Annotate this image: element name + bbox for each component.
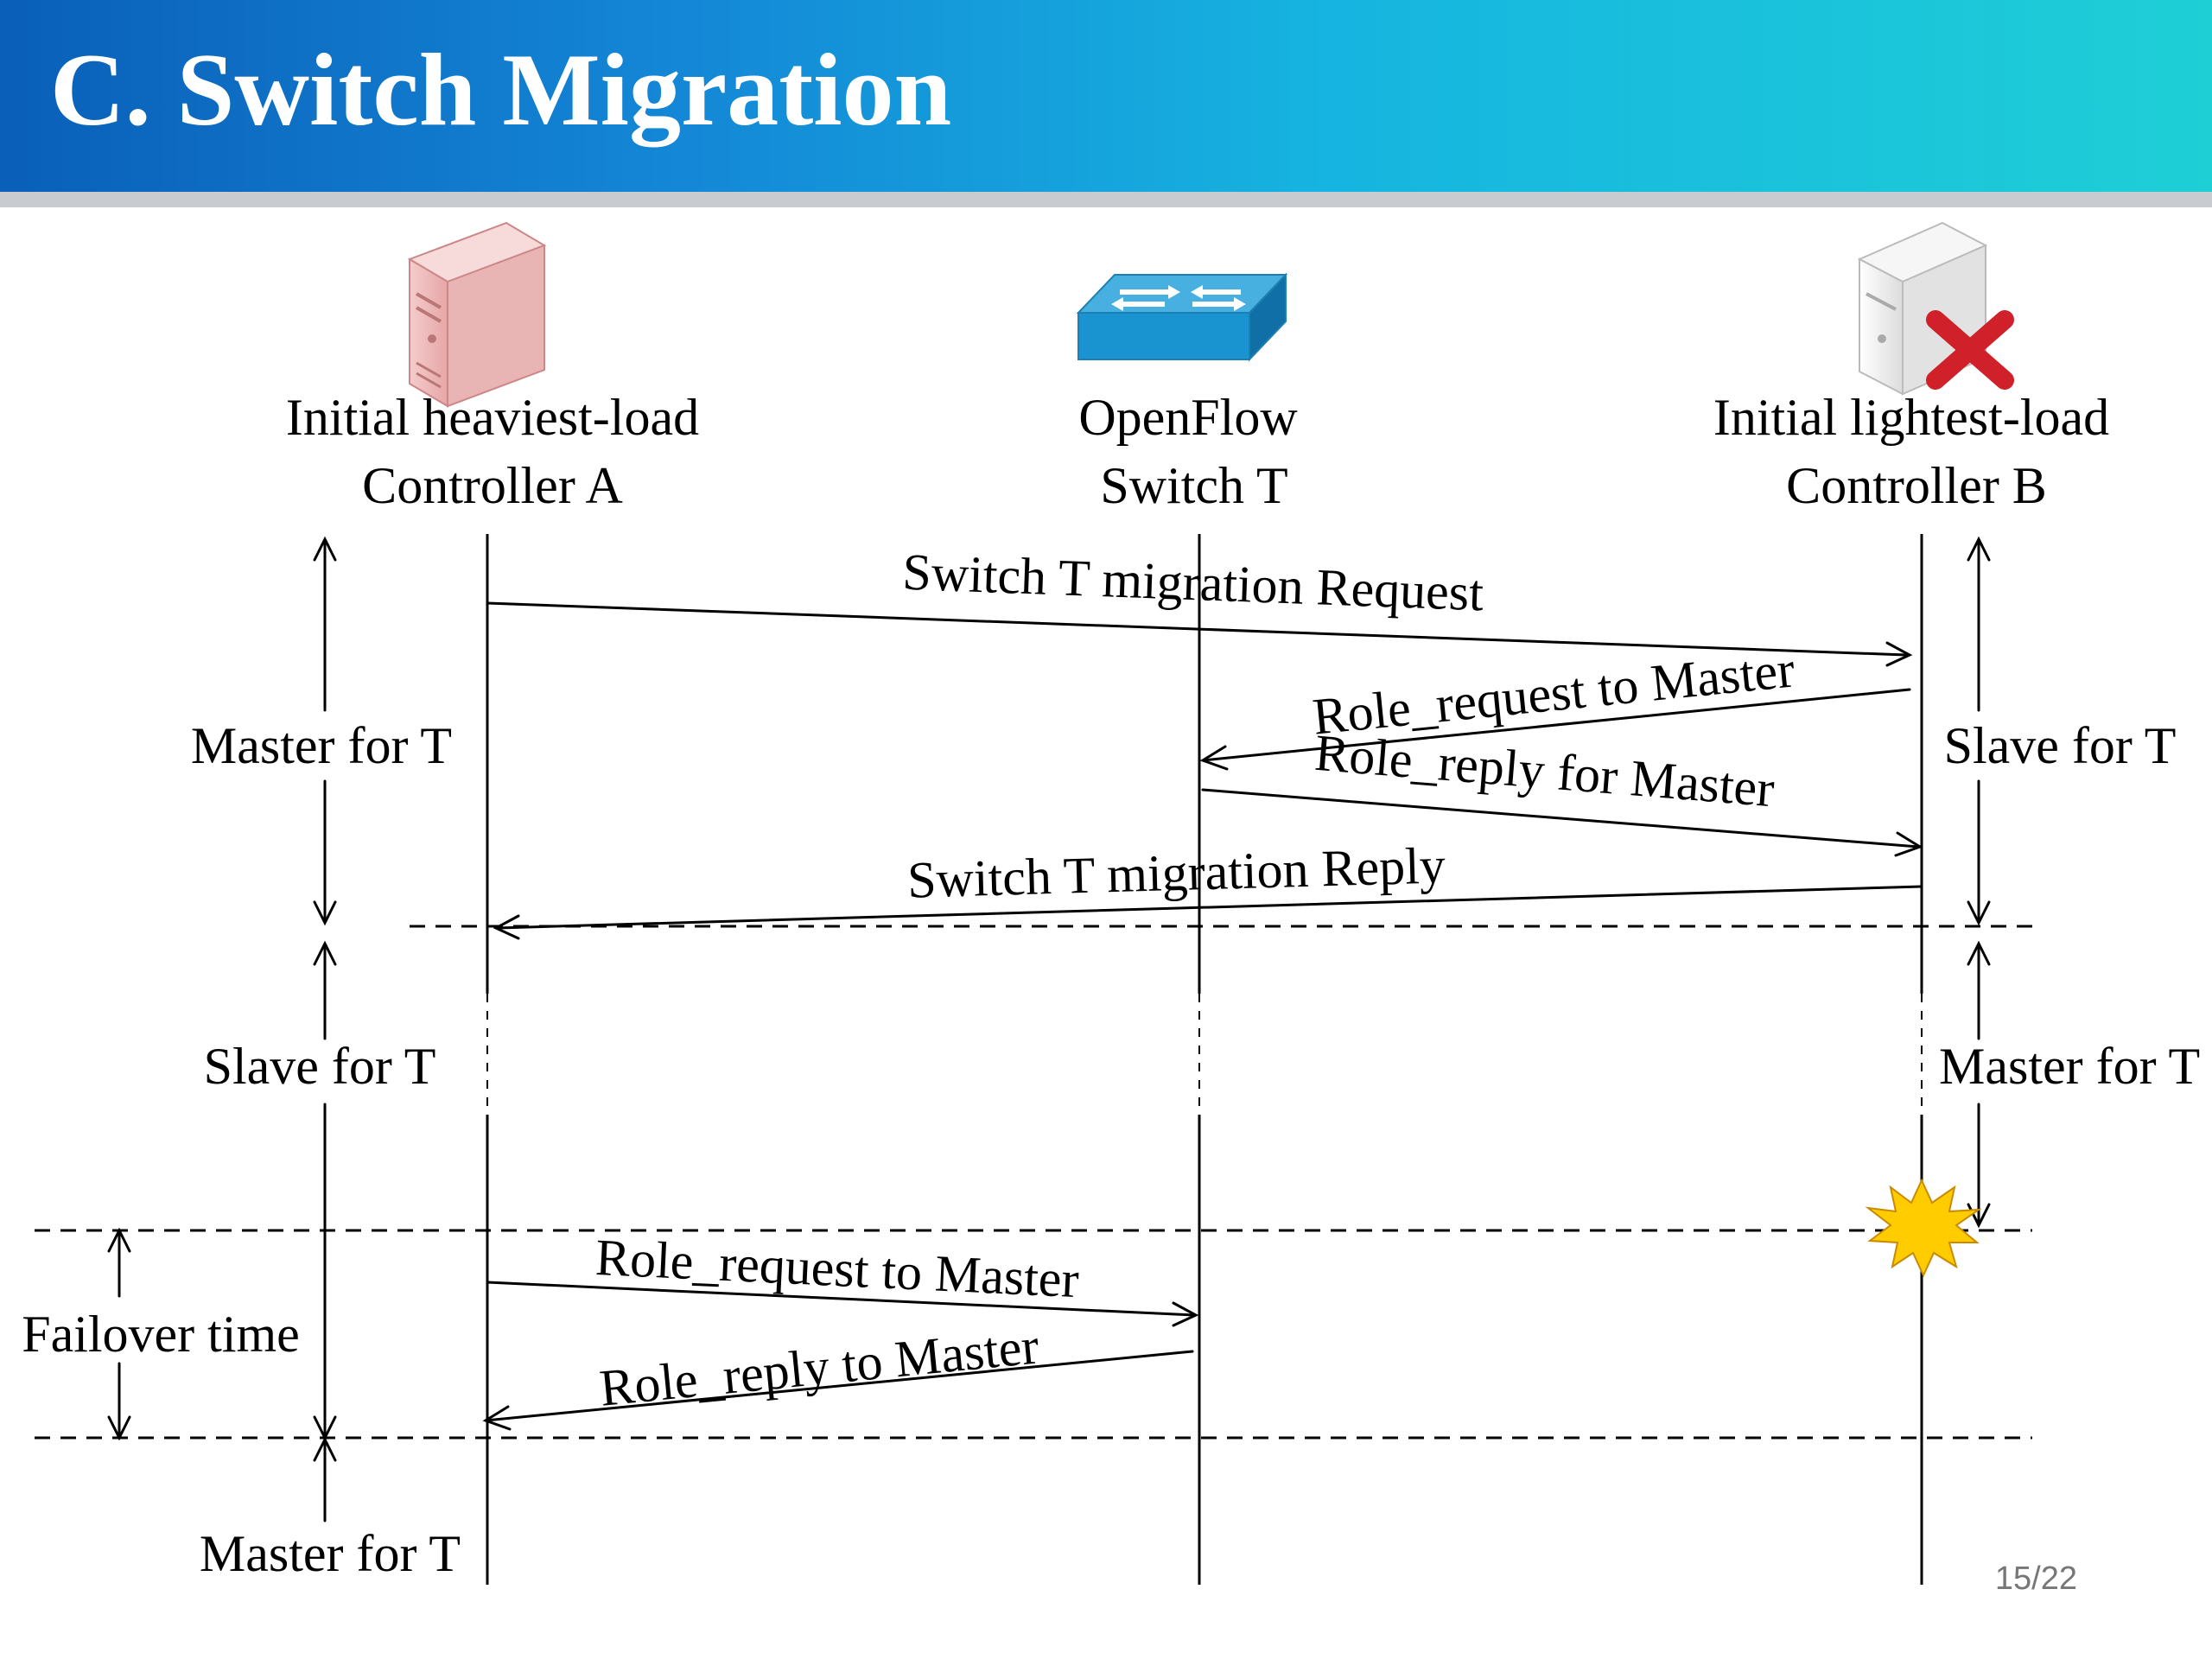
role-reply-b-arrow xyxy=(1201,788,1923,857)
network-switch-icon xyxy=(1076,272,1288,362)
a-slave-span xyxy=(313,940,337,1441)
failure-explosion-icon xyxy=(1865,1178,1982,1278)
a-master-span xyxy=(313,536,337,926)
migration-reply-arrow xyxy=(493,885,1923,940)
failover-time-label: Failover time xyxy=(22,1306,300,1363)
controller-a-label-line2: Controller A xyxy=(362,457,623,514)
a-master-final-arrow xyxy=(313,1436,337,1522)
role-request-a-arrow xyxy=(486,1281,1199,1327)
role-request-b-arrow xyxy=(1199,688,1911,771)
a-master-state-label: Master for T xyxy=(191,717,452,774)
failed-server-icon xyxy=(1857,221,2014,396)
a-slave-state-label: Slave for T xyxy=(204,1038,436,1095)
controller-b-label-line1: Initial lightest-load xyxy=(1713,389,2109,446)
failover-span xyxy=(107,1227,131,1441)
title-underline xyxy=(0,192,2212,207)
server-icon xyxy=(407,221,547,408)
b-master-state-label: Master for T xyxy=(1939,1038,2200,1095)
b-slave-span xyxy=(1967,536,1991,926)
migration-request-label: Switch T migration Request xyxy=(901,543,1484,622)
b-slave-state-label: Slave for T xyxy=(1944,717,2177,774)
lifelines xyxy=(486,534,1923,1585)
a-master-final-state-label: Master for T xyxy=(200,1525,461,1582)
role-reply-a-label: Role_reply to Master xyxy=(597,1317,1041,1416)
migration-reply-label: Switch T migration Reply xyxy=(906,836,1446,908)
role-reply-a-arrow xyxy=(482,1350,1194,1431)
role-request-a-label: Role_request to Master xyxy=(594,1229,1080,1308)
page-number: 15/22 xyxy=(1994,1560,2077,1597)
migration-request-arrow xyxy=(486,601,1913,667)
controller-b-label-line2: Controller B xyxy=(1786,457,2047,514)
slide-title: C. Switch Migration xyxy=(50,32,952,147)
title-bar xyxy=(0,0,2212,192)
switch-t-label-line2: Switch T xyxy=(1100,457,1287,514)
controller-a-label-line1: Initial heaviest-load xyxy=(286,389,699,446)
switch-t-label-line1: OpenFlow xyxy=(1078,389,1298,446)
